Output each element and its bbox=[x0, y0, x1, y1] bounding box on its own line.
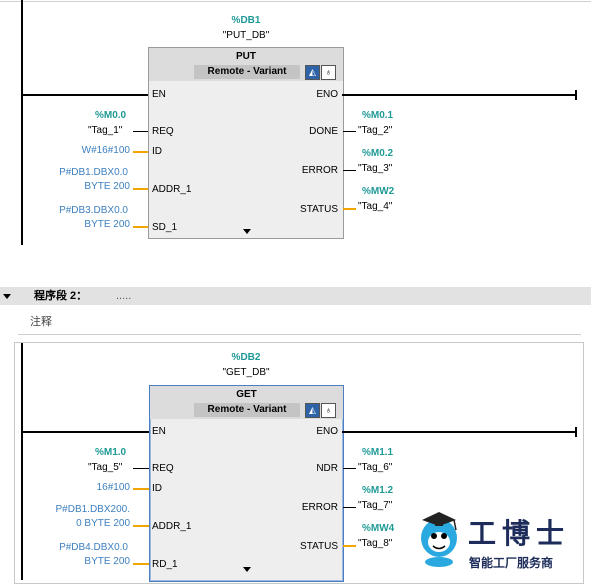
diagnostics-icon-2[interactable]: ♁ bbox=[321, 403, 336, 418]
watermark-subtitle: 智能工厂服务商 bbox=[469, 556, 554, 570]
block-title: PUT bbox=[236, 51, 256, 62]
id-wire bbox=[133, 151, 148, 153]
instance-db-name: "PUT_DB" bbox=[222, 30, 270, 41]
rung-line-2-out bbox=[342, 431, 576, 433]
pin-req-2: REQ bbox=[152, 463, 174, 474]
rung-line-1-out bbox=[342, 94, 576, 96]
done-wire bbox=[343, 131, 356, 132]
rd-wire bbox=[133, 563, 149, 565]
done-address: %M0.1 bbox=[362, 110, 394, 121]
sd-value-line1[interactable]: P#DB3.DBX0.0 bbox=[59, 205, 128, 216]
top-divider bbox=[0, 1, 591, 2]
pin-error-2: ERROR bbox=[301, 502, 338, 513]
pin-status-2: STATUS bbox=[300, 541, 338, 552]
rd-value-line2[interactable]: BYTE 200 bbox=[84, 556, 130, 567]
instance-db-address-2: %DB2 bbox=[231, 352, 261, 363]
status-address-2: %MW4 bbox=[362, 523, 395, 534]
status-wire-2 bbox=[343, 545, 356, 547]
status-wire bbox=[343, 208, 356, 210]
addr-value-line1[interactable]: P#DB1.DBX0.0 bbox=[59, 167, 128, 178]
addr-value-line1-2[interactable]: P#DB1.DBX200. bbox=[55, 504, 131, 515]
req-wire bbox=[133, 131, 148, 132]
expand-chevron-icon[interactable] bbox=[243, 229, 251, 234]
error-wire bbox=[343, 170, 356, 171]
pin-req: REQ bbox=[152, 126, 174, 137]
comment-placeholder: 注释 bbox=[30, 316, 52, 328]
connection-config-icon[interactable]: ◭ bbox=[305, 65, 320, 80]
pin-done: DONE bbox=[309, 126, 338, 137]
pin-addr: ADDR_1 bbox=[152, 184, 192, 195]
addr-wire bbox=[133, 188, 148, 190]
req-tag-2[interactable]: "Tag_5" bbox=[88, 462, 123, 473]
pin-status: STATUS bbox=[300, 204, 338, 215]
pin-sd: SD_1 bbox=[152, 222, 178, 233]
rung-line-2 bbox=[21, 431, 149, 433]
pin-ndr: NDR bbox=[316, 463, 338, 474]
pin-rd: RD_1 bbox=[152, 559, 178, 570]
rung-line-1 bbox=[21, 94, 148, 96]
sd-value-line2[interactable]: BYTE 200 bbox=[84, 219, 130, 230]
diagnostics-icon[interactable]: ♁ bbox=[321, 65, 336, 80]
req-tag[interactable]: "Tag_1" bbox=[88, 125, 123, 136]
id-value[interactable]: W#16#100 bbox=[81, 145, 130, 156]
ndr-tag[interactable]: "Tag_6" bbox=[358, 462, 393, 473]
pin-id: ID bbox=[152, 146, 162, 157]
network-2-title: 程序段 2： bbox=[34, 290, 88, 302]
variant-label-2[interactable]: Remote - Variant bbox=[194, 403, 300, 417]
get-block[interactable]: GET Remote - Variant ◭ ♁ bbox=[149, 385, 344, 582]
pin-eno-2: ENO bbox=[316, 426, 338, 437]
pin-addr-2: ADDR_1 bbox=[152, 521, 192, 532]
ndr-wire bbox=[343, 468, 356, 469]
error-tag[interactable]: "Tag_3" bbox=[358, 163, 393, 174]
req-address-2: %M1.0 bbox=[95, 447, 127, 458]
done-tag[interactable]: "Tag_2" bbox=[358, 125, 393, 136]
pin-id-2: ID bbox=[152, 483, 162, 494]
collapse-chevron-icon[interactable] bbox=[3, 294, 11, 299]
pin-en-2: EN bbox=[152, 426, 166, 437]
network-2-title-placeholder[interactable]: ..... bbox=[116, 290, 132, 302]
pin-en: EN bbox=[152, 89, 166, 100]
pin-eno: ENO bbox=[316, 89, 338, 100]
network-2-comment[interactable]: 注释 bbox=[18, 310, 581, 335]
rung-end-2 bbox=[575, 427, 577, 437]
req-address: %M0.0 bbox=[95, 110, 127, 121]
status-tag[interactable]: "Tag_4" bbox=[358, 201, 393, 212]
block-title-2: GET bbox=[236, 389, 257, 400]
sd-wire bbox=[133, 226, 148, 228]
pin-error: ERROR bbox=[301, 165, 338, 176]
variant-label[interactable]: Remote - Variant bbox=[194, 65, 300, 79]
watermark-title: 工博士 bbox=[468, 517, 571, 550]
expand-chevron-icon-2[interactable] bbox=[243, 567, 251, 572]
network-2-header[interactable]: 程序段 2： ..... bbox=[0, 287, 591, 305]
error-wire-2 bbox=[343, 507, 356, 508]
req-wire-2 bbox=[133, 468, 149, 469]
rd-value-line1[interactable]: P#DB4.DBX0.0 bbox=[59, 542, 128, 553]
power-rail-left-2 bbox=[21, 343, 23, 580]
id-wire-2 bbox=[133, 488, 149, 490]
id-value-2[interactable]: 16#100 bbox=[96, 482, 130, 493]
put-block[interactable]: PUT Remote - Variant ◭ ♁ bbox=[148, 47, 344, 239]
rung-end-1 bbox=[575, 90, 577, 100]
error-address: %M0.2 bbox=[362, 148, 394, 159]
watermark-mascot-icon bbox=[412, 506, 466, 568]
addr-value-line2[interactable]: BYTE 200 bbox=[84, 181, 130, 192]
ndr-address: %M1.1 bbox=[362, 447, 394, 458]
status-tag-2[interactable]: "Tag_8" bbox=[358, 538, 393, 549]
status-address: %MW2 bbox=[362, 186, 395, 197]
connection-config-icon-2[interactable]: ◭ bbox=[305, 403, 320, 418]
instance-db-name-2: "GET_DB" bbox=[222, 367, 270, 378]
error-tag-2[interactable]: "Tag_7" bbox=[358, 500, 393, 511]
instance-db-address: %DB1 bbox=[231, 15, 261, 26]
error-address-2: %M1.2 bbox=[362, 485, 394, 496]
power-rail-left-1 bbox=[21, 0, 23, 245]
addr-wire-2 bbox=[133, 525, 149, 527]
addr-value-line2-2[interactable]: 0 BYTE 200 bbox=[76, 518, 130, 529]
